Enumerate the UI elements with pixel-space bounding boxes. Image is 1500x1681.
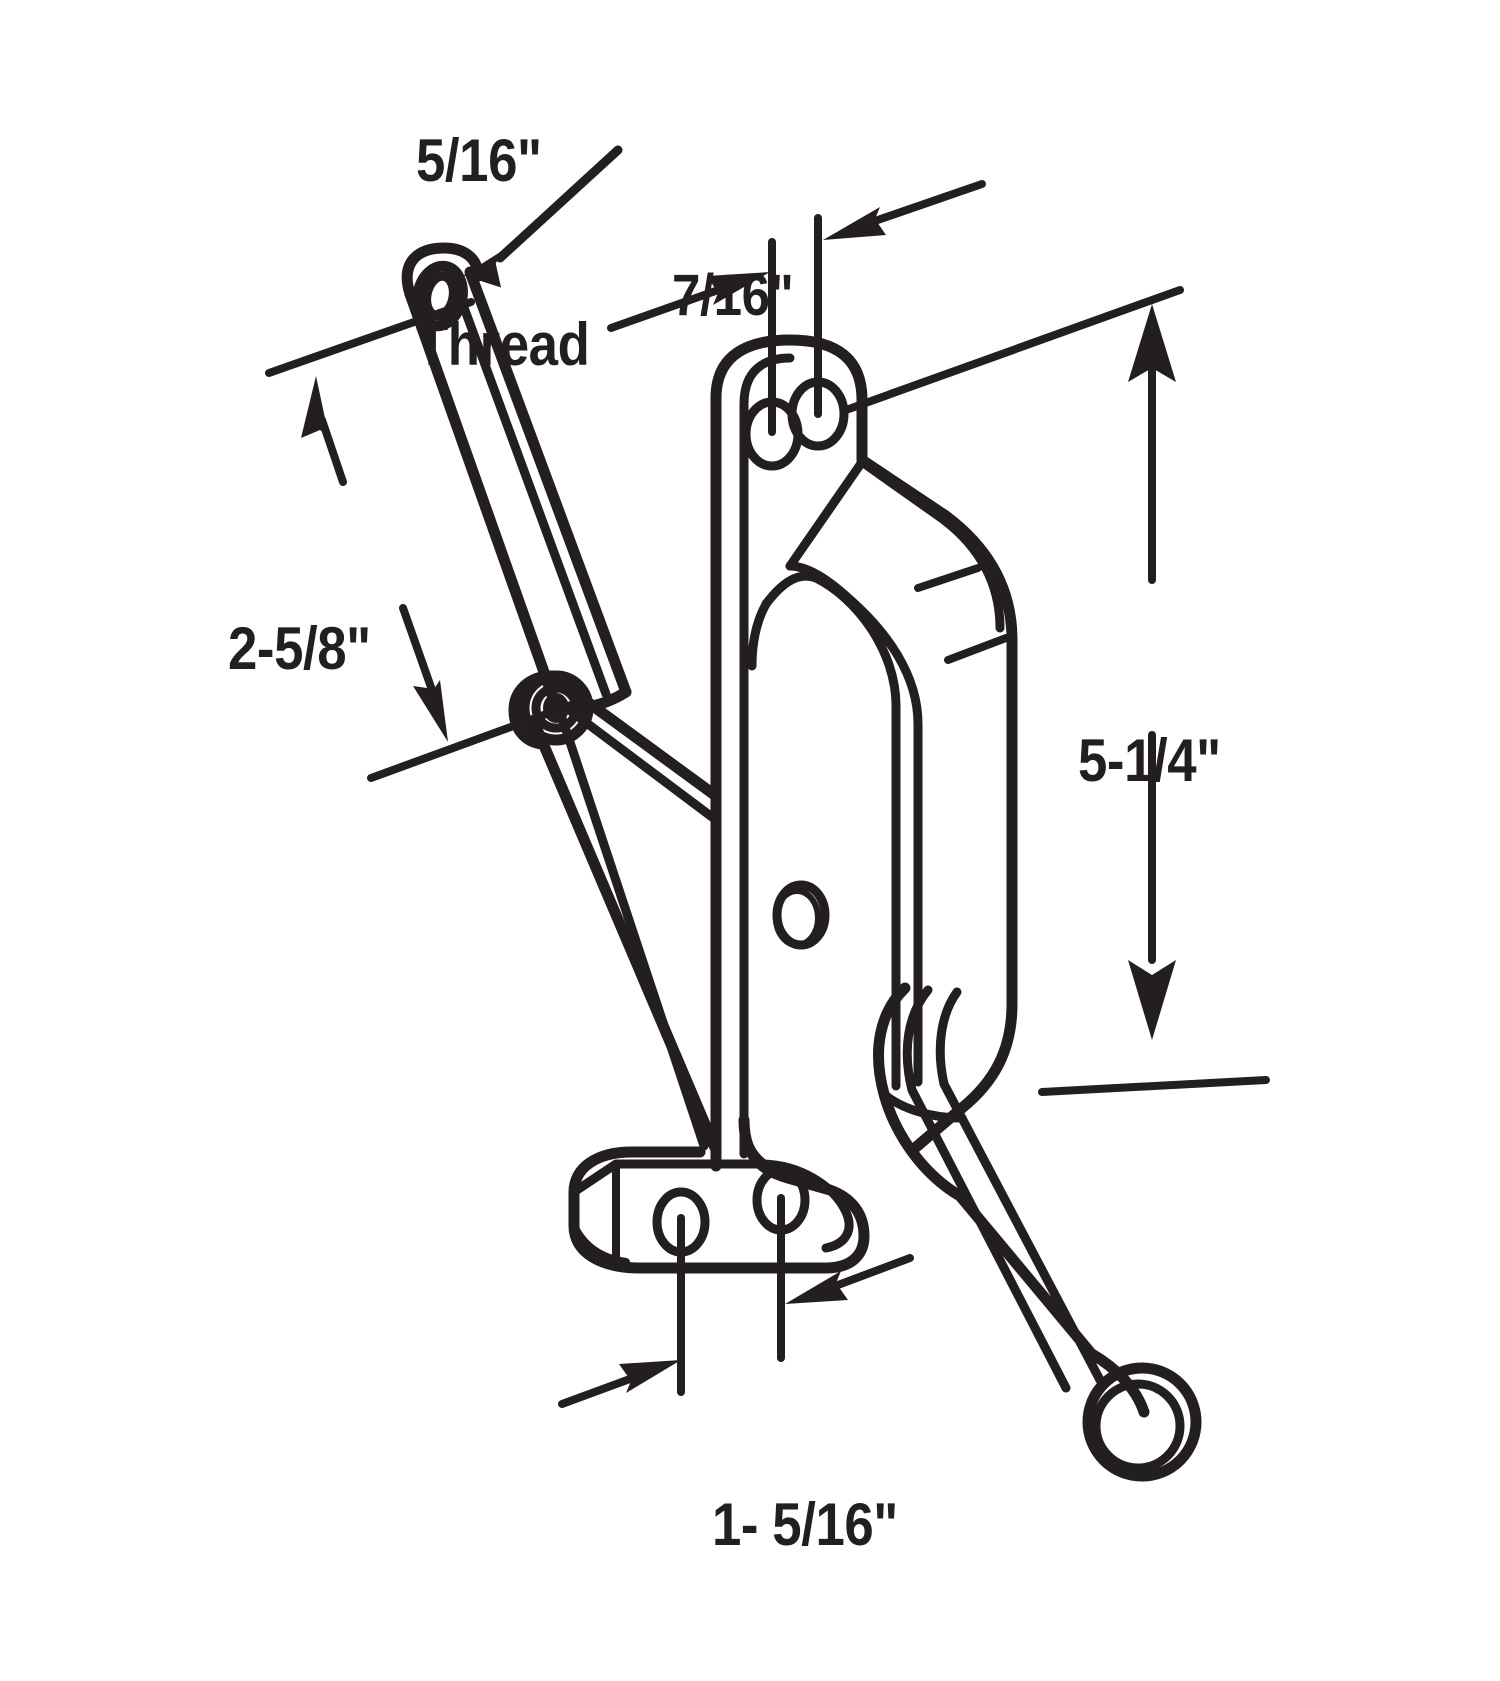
drawing-canvas	[265, 145, 1270, 1482]
thread-callout-note: Thread	[416, 310, 590, 378]
technical-drawing: 5/16" Thread 7/16" 2-5/8" 5-1/4" 1- 5/16…	[228, 8, 1270, 1556]
body-height-value: 5-1/4"	[1078, 727, 1221, 795]
body-height-label: 5-1/4"	[1078, 608, 1221, 914]
threaded-hole	[412, 260, 468, 332]
top-hole-spacing-value: 7/16"	[672, 263, 794, 329]
base-hole-spacing-dimension-group	[558, 1194, 914, 1408]
base-flange	[568, 1114, 870, 1274]
base-hole-spacing-label: 1- 5/16"	[712, 1372, 898, 1678]
arm-length-label: 2-5/8"	[228, 496, 371, 802]
upper-arm	[401, 242, 632, 714]
top-hole-spacing-label: 7/16"	[672, 148, 794, 444]
top-mounting-holes	[741, 377, 849, 471]
thread-callout-label: 5/16" Thread	[416, 8, 590, 498]
crank-handle	[873, 982, 1202, 1482]
thread-callout-value: 5/16"	[416, 127, 542, 195]
base-hole-spacing-value: 1- 5/16"	[712, 1491, 898, 1559]
body-height-dimension-group	[842, 286, 1270, 1096]
lower-arm	[508, 670, 722, 1156]
centre-pivot-rivet	[518, 670, 594, 746]
housing-body	[710, 334, 1018, 1181]
arm-length-value: 2-5/8"	[228, 615, 371, 683]
